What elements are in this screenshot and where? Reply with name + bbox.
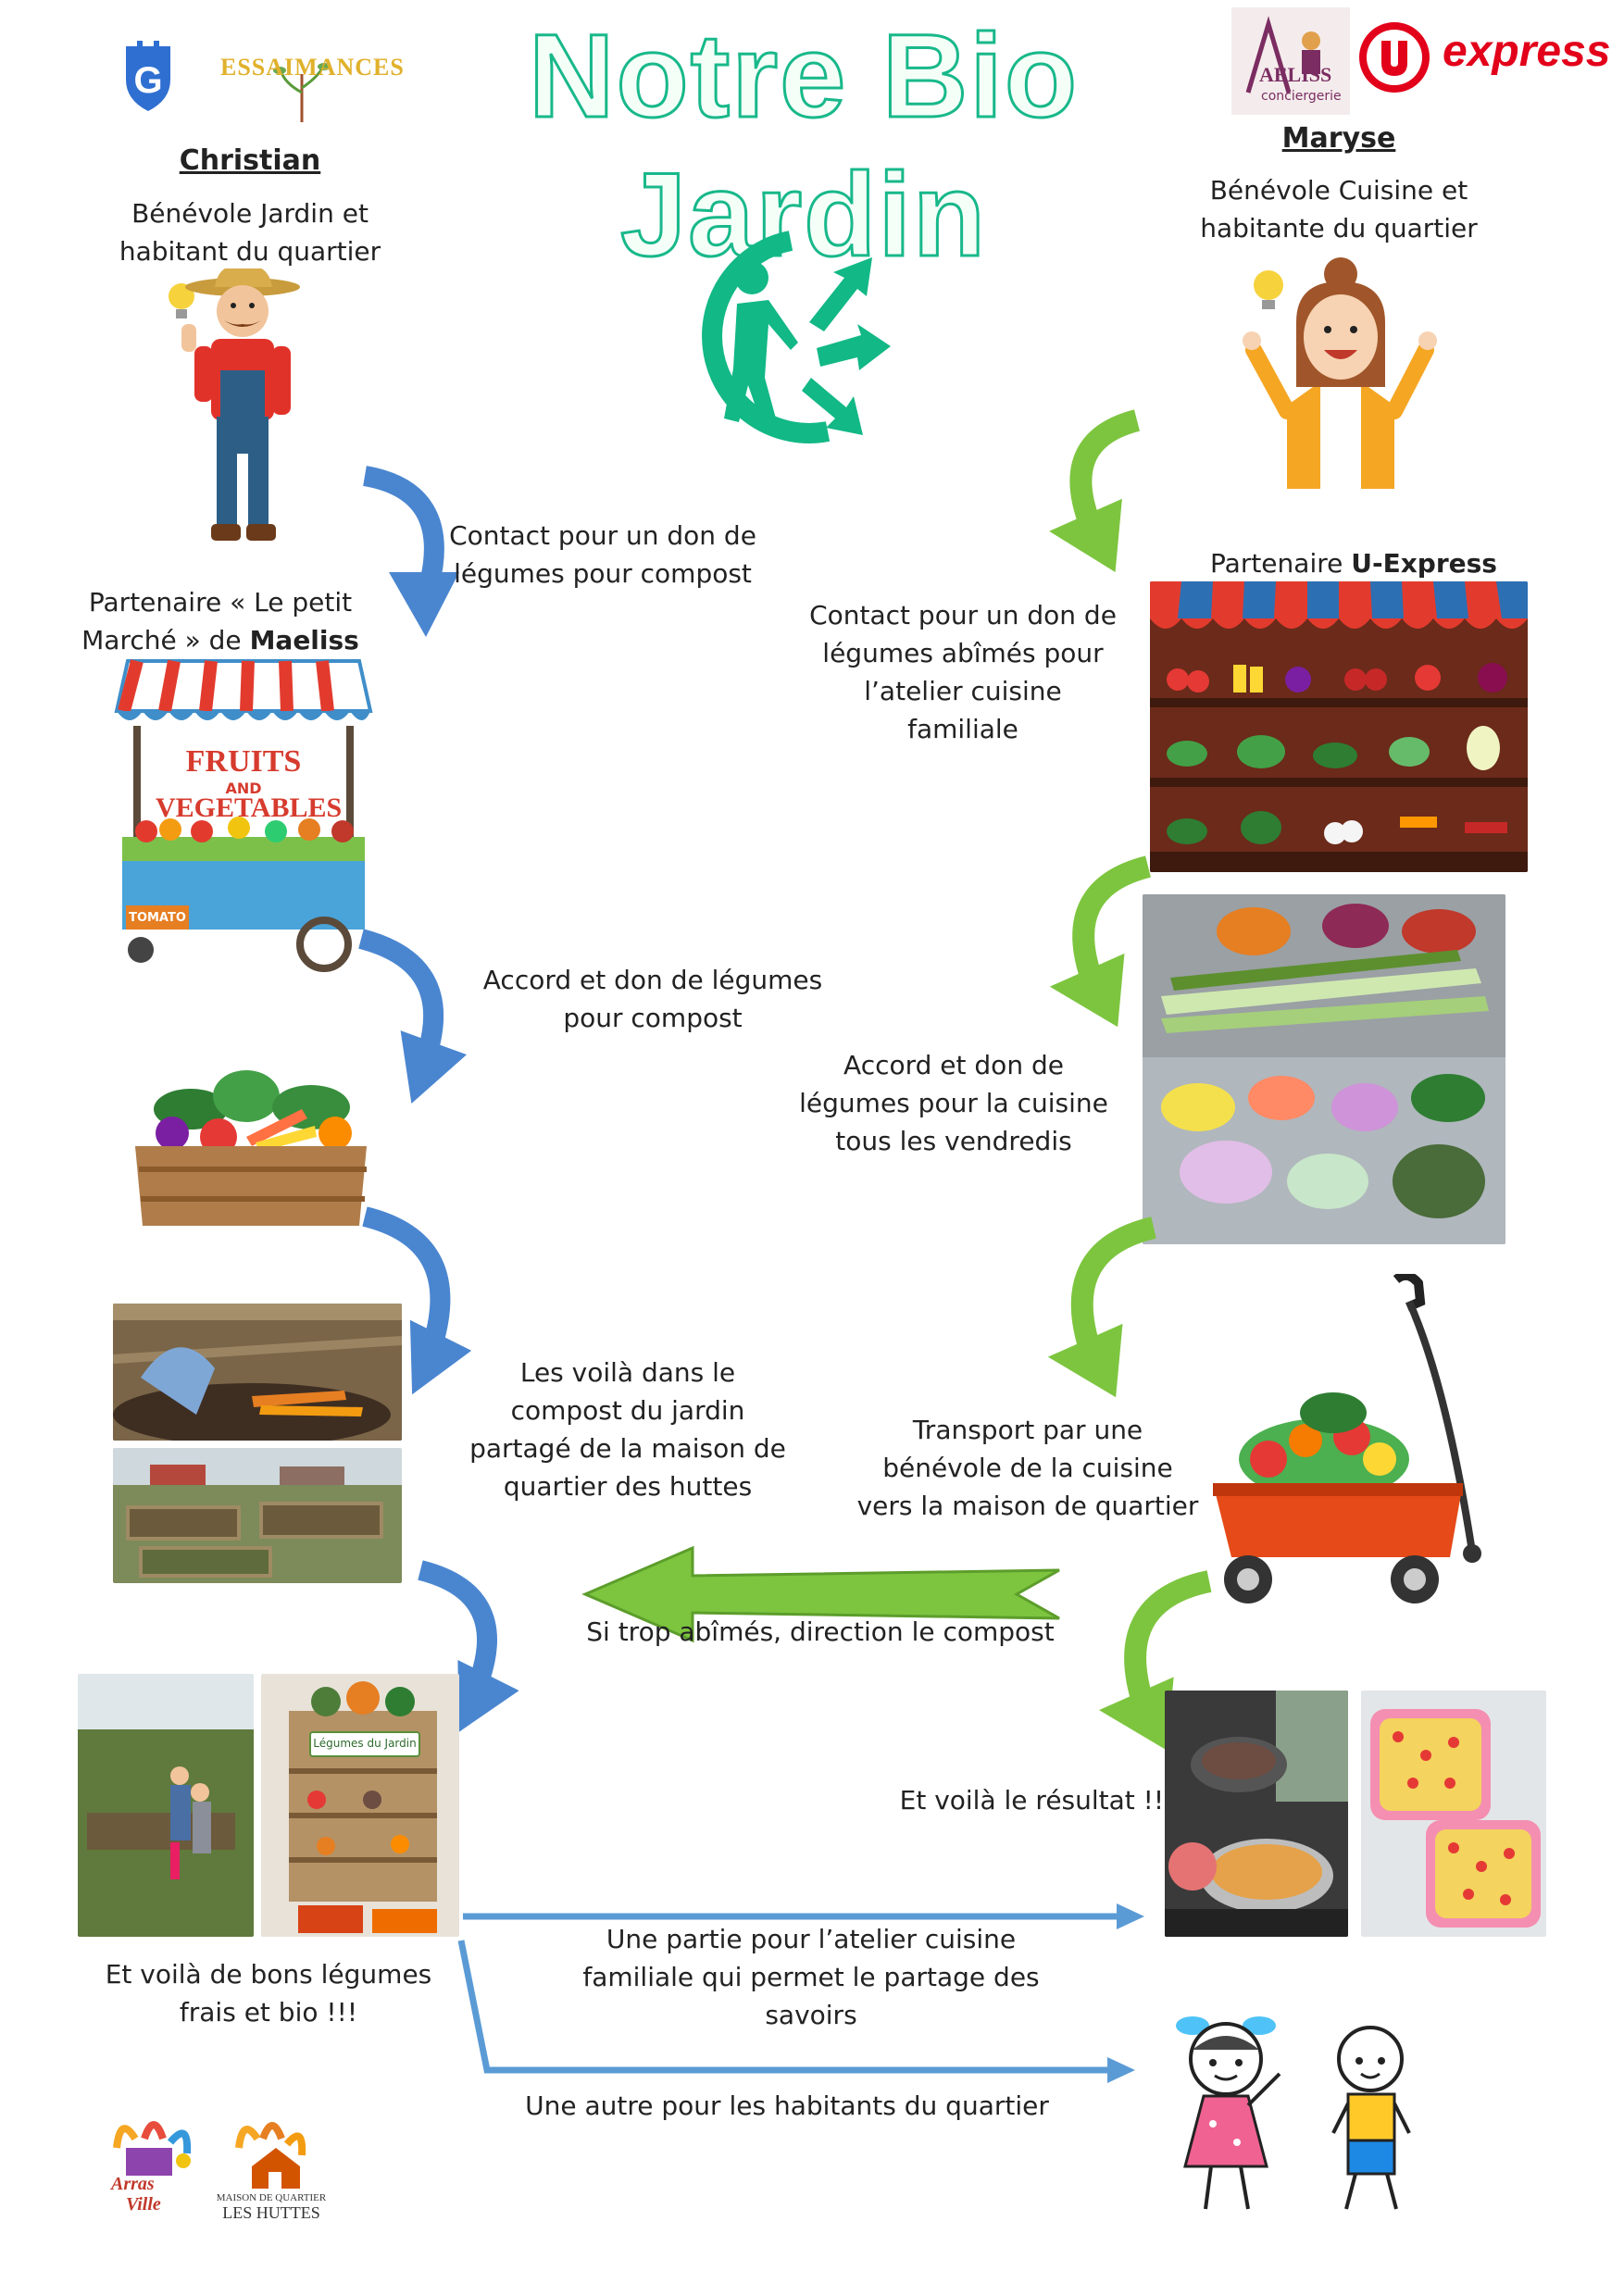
left-step2-caption: Accord et don de légumes pour compost xyxy=(482,965,823,1033)
arras-logo-text-1: Arras xyxy=(111,2174,155,2194)
blue-curved-arrow-3 xyxy=(343,1204,481,1407)
christian-name: Christian xyxy=(179,144,321,177)
maeliss-logo-subtext: conciergerie xyxy=(1261,89,1342,104)
shared-garden-photo xyxy=(113,1448,402,1583)
partner-uexpress-text: Partenaire xyxy=(1210,548,1343,579)
partner-uexpress-label: Partenaire U-Express xyxy=(1187,544,1520,582)
left-step3-caption: Les voilà dans le compost du jardin part… xyxy=(469,1357,786,1502)
partner-maeliss-text: Partenaire « Le petit Marché » de xyxy=(81,587,353,655)
share-workshop-caption: Une partie pour l’atelier cuisine famili… xyxy=(582,1924,1040,2030)
arras-ville-logo: Arras Ville xyxy=(98,2111,200,2222)
blue-share-arrows xyxy=(454,1889,1157,2092)
huttes-logo-text-1: MAISON DE QUARTIER xyxy=(216,2192,327,2203)
red-wagon-image xyxy=(1194,1274,1500,1626)
partner-maeliss-bold: Maeliss xyxy=(249,625,359,655)
right-result-caption: Et voilà le résultat !!! xyxy=(899,1785,1175,1816)
share-residents-caption: Une autre pour les habitants du quartier xyxy=(525,2090,1049,2121)
green-curved-arrow-2 xyxy=(1046,852,1176,1037)
page-title: Notre Bio Jardin xyxy=(528,9,1079,283)
cart-text-fruits: FRUITS xyxy=(185,744,302,779)
blue-curved-arrow-2 xyxy=(343,926,472,1111)
gardeners-photo xyxy=(78,1674,254,1937)
arras-logo-text-2: Ville xyxy=(126,2194,161,2215)
svg-text:G: G xyxy=(133,60,162,101)
partner-uexpress-bold: U-Express xyxy=(1351,548,1497,579)
fruits-vegetables-cart-image: FRUITS AND VEGETABLES TOMATO xyxy=(100,655,387,980)
children-illustration xyxy=(1157,2003,1444,2220)
green-left-arrow xyxy=(581,1542,1063,1646)
vegetable-shelf-photo: Légumes du Jardin xyxy=(261,1674,459,1937)
market-stall-image xyxy=(1150,581,1528,872)
u-express-logo-text: express xyxy=(1443,27,1611,76)
vegetable-crate-image xyxy=(117,1044,385,1228)
cart-text-and: AND xyxy=(225,780,262,797)
compost-direction-caption: Si trop abîmés, direction le compost xyxy=(586,1616,1055,1647)
cooking-pot-photo xyxy=(1165,1691,1348,1937)
woman-illustration xyxy=(1231,248,1444,489)
vegetable-salad-photo xyxy=(1361,1691,1546,1937)
maeliss-logo: AELISS conciergerie xyxy=(1231,7,1350,115)
blue-curved-arrow-4 xyxy=(407,1555,518,1741)
green-curved-arrow-3 xyxy=(1043,1213,1181,1407)
maeliss-logo-text: AELISS xyxy=(1259,63,1332,86)
cart-text-vegetables: VEGETABLES xyxy=(156,792,343,823)
left-result-caption: Et voilà de bons légumes frais et bio !!… xyxy=(105,1959,432,2028)
garden-shelf-sign: Légumes du Jardin xyxy=(309,1731,420,1757)
green-curved-arrow-1 xyxy=(1048,407,1168,583)
city-shield-logo: G xyxy=(120,39,176,113)
essaimances-logo: ESSAIMANCES xyxy=(220,37,405,130)
huttes-logo-text-2: LES HUTTES xyxy=(222,2203,320,2222)
blue-curved-arrow-1 xyxy=(352,463,463,648)
maryse-role: Bénévole Cuisine et habitante du quartie… xyxy=(1200,175,1478,243)
cart-label-tomato: TOMATO xyxy=(129,911,186,925)
farmer-illustration xyxy=(157,268,306,555)
recycle-person-icon xyxy=(652,220,902,452)
christian-role: Bénévole Jardin et habitant du quartier xyxy=(119,198,381,267)
partner-maeliss-label: Partenaire « Le petit Marché » de Maelis… xyxy=(72,583,369,659)
right-step1-caption: Contact pour un don de légumes abîmés po… xyxy=(809,600,1117,744)
compost-bin-photo xyxy=(113,1304,402,1441)
u-express-logo: express xyxy=(1357,20,1617,94)
donated-vegetables-photo xyxy=(1143,894,1505,1244)
right-step2-caption: Accord et don de légumes pour la cuisine… xyxy=(799,1050,1108,1156)
right-step3-caption: Transport par une bénévole de la cuisine… xyxy=(856,1415,1199,1521)
green-curved-arrow-4 xyxy=(1091,1565,1230,1759)
essaimances-logo-text: ESSAIMANCES xyxy=(220,54,405,81)
maryse-name: Maryse xyxy=(1281,122,1396,155)
left-step1-caption: Contact pour un don de légumes pour comp… xyxy=(449,520,756,589)
les-huttes-logo: MAISON DE QUARTIER LES HUTTES xyxy=(202,2111,341,2222)
